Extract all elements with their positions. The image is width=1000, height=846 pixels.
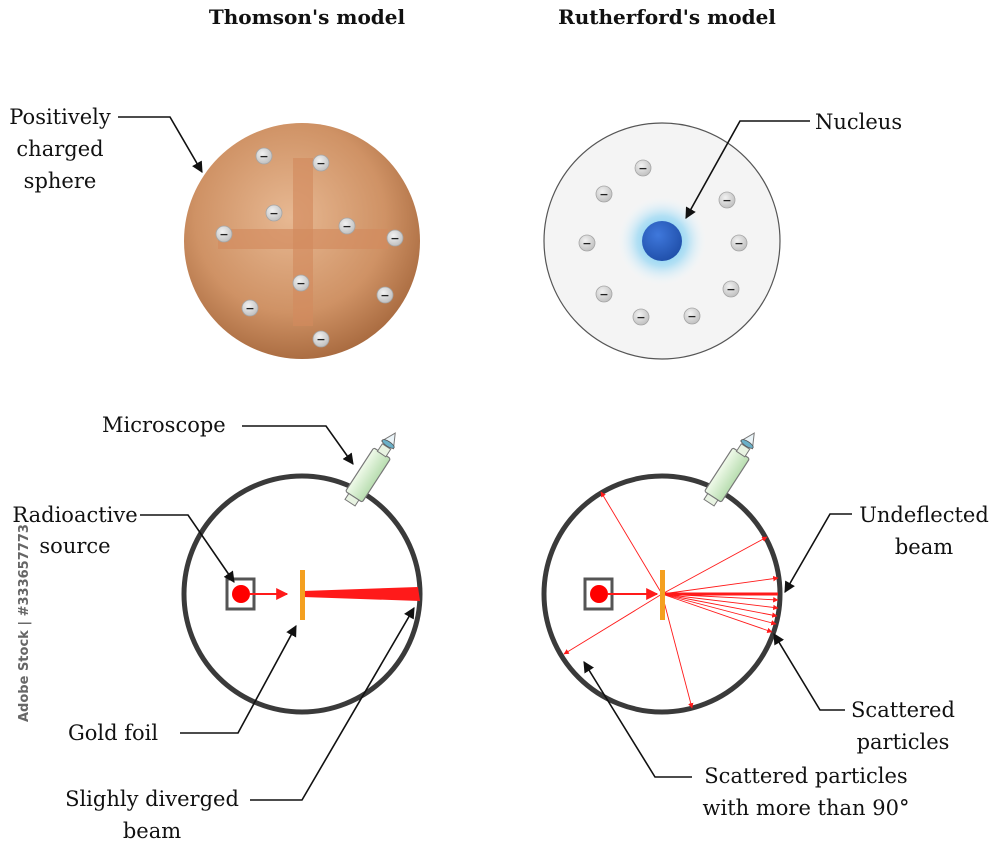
scattered-ray: [661, 575, 779, 595]
electron: −: [730, 234, 748, 252]
scattered-ray: [661, 593, 779, 603]
arrow-to-microscope: [242, 425, 354, 465]
thomson-diverged-beam: [303, 587, 420, 601]
electron-minus-sign: −: [722, 194, 731, 207]
title-rutherford: Rutherford's model: [558, 5, 776, 29]
electron-minus-sign: −: [316, 333, 325, 346]
rutherford-electrons: − − − − − − − − −: [578, 159, 748, 326]
thomson-source: [232, 585, 250, 603]
electron: −: [312, 154, 330, 172]
electron: −: [718, 191, 736, 209]
electron-minus-sign: −: [636, 311, 645, 324]
scattered-rays: [563, 491, 779, 709]
electron: −: [215, 225, 233, 243]
electron-minus-sign: −: [734, 237, 743, 250]
label-scattered-90-line2: with more than 90°: [703, 796, 910, 820]
electron-minus-sign: −: [296, 277, 305, 290]
scattered-ray: [563, 593, 663, 655]
electron-minus-sign: −: [380, 289, 389, 302]
thomson-gold-foil: [300, 570, 305, 620]
rutherford-gold-foil: [660, 570, 665, 620]
scattered-ray: [661, 593, 779, 611]
thomson-electrons: − − − − − − − − − −: [215, 147, 404, 348]
scattered-ray: [661, 536, 768, 595]
electron: −: [265, 204, 283, 222]
electron-minus-sign: −: [316, 157, 325, 170]
label-microscope: Microscope: [102, 413, 226, 437]
rutherford-chamber: [541, 473, 783, 715]
arrow-to-undeflected: [784, 513, 852, 593]
scattered-ray: [661, 593, 773, 633]
microscope-thomson: [344, 432, 396, 507]
label-scattered-90-line1: Scattered particles: [704, 764, 907, 788]
electron: −: [376, 286, 394, 304]
label-positively: Positively: [9, 105, 111, 129]
rutherford-experiment: [541, 473, 783, 715]
electron: −: [255, 147, 273, 165]
arrow-to-scattered: [773, 633, 845, 711]
thomson-chamber: [181, 473, 423, 715]
label-source: source: [39, 534, 110, 558]
electron-minus-sign: −: [269, 207, 278, 220]
stock-id-text: Adobe Stock | #333657773: [17, 524, 32, 722]
electron: −: [338, 217, 356, 235]
electron: −: [241, 299, 259, 317]
electron-minus-sign: −: [245, 302, 254, 315]
label-radioactive: Radioactive: [12, 503, 137, 527]
electron-minus-sign: −: [259, 150, 268, 163]
electron-minus-sign: −: [390, 232, 399, 245]
electron: −: [595, 285, 613, 303]
electron: −: [683, 307, 701, 325]
electron: −: [632, 308, 650, 326]
label-charged: charged: [16, 137, 103, 161]
electron-minus-sign: −: [599, 188, 608, 201]
arrow-to-gold-foil: [180, 625, 297, 734]
arrow-to-diverged-beam: [250, 607, 415, 801]
label-undeflected: Undeflected: [859, 503, 989, 527]
electron-minus-sign: −: [726, 283, 735, 296]
label-sphere: sphere: [24, 169, 97, 193]
label-scattered: Scattered: [851, 698, 955, 722]
electron: −: [312, 330, 330, 348]
arrow-to-source: [140, 514, 235, 583]
label-slightly-diverged: Slighly diverged: [65, 787, 239, 811]
thomson-experiment: [181, 473, 423, 715]
nucleus: [642, 221, 682, 261]
label-nucleus: Nucleus: [815, 110, 902, 134]
arrow-to-scattered-90: [583, 661, 692, 778]
arrow-to-nucleus: [685, 120, 810, 219]
label-particles: particles: [857, 730, 950, 754]
electron: −: [386, 229, 404, 247]
cross-vertical: [293, 158, 313, 326]
label-gold-foil: Gold foil: [68, 721, 158, 745]
rutherford-source: [590, 585, 608, 603]
scattered-ray: [661, 593, 777, 626]
electron-minus-sign: −: [219, 228, 228, 241]
label-diverged-beam: beam: [123, 819, 181, 843]
electron-minus-sign: −: [638, 162, 647, 175]
electron: −: [722, 280, 740, 298]
electron-minus-sign: −: [342, 220, 351, 233]
electron-minus-sign: −: [687, 310, 696, 323]
electron: −: [292, 274, 310, 292]
scattered-ray: [600, 491, 663, 595]
label-undeflected-beam: beam: [895, 535, 953, 559]
title-thomson: Thomson's model: [209, 5, 406, 29]
electron-minus-sign: −: [599, 288, 608, 301]
electron: −: [595, 185, 613, 203]
scattered-ray: [661, 593, 778, 618]
scattered-ray: [661, 593, 694, 709]
electron: −: [578, 234, 596, 252]
microscope-rutherford: [703, 432, 755, 507]
electron: −: [634, 159, 652, 177]
arrow-to-sphere: [118, 116, 203, 173]
electron-minus-sign: −: [582, 237, 591, 250]
